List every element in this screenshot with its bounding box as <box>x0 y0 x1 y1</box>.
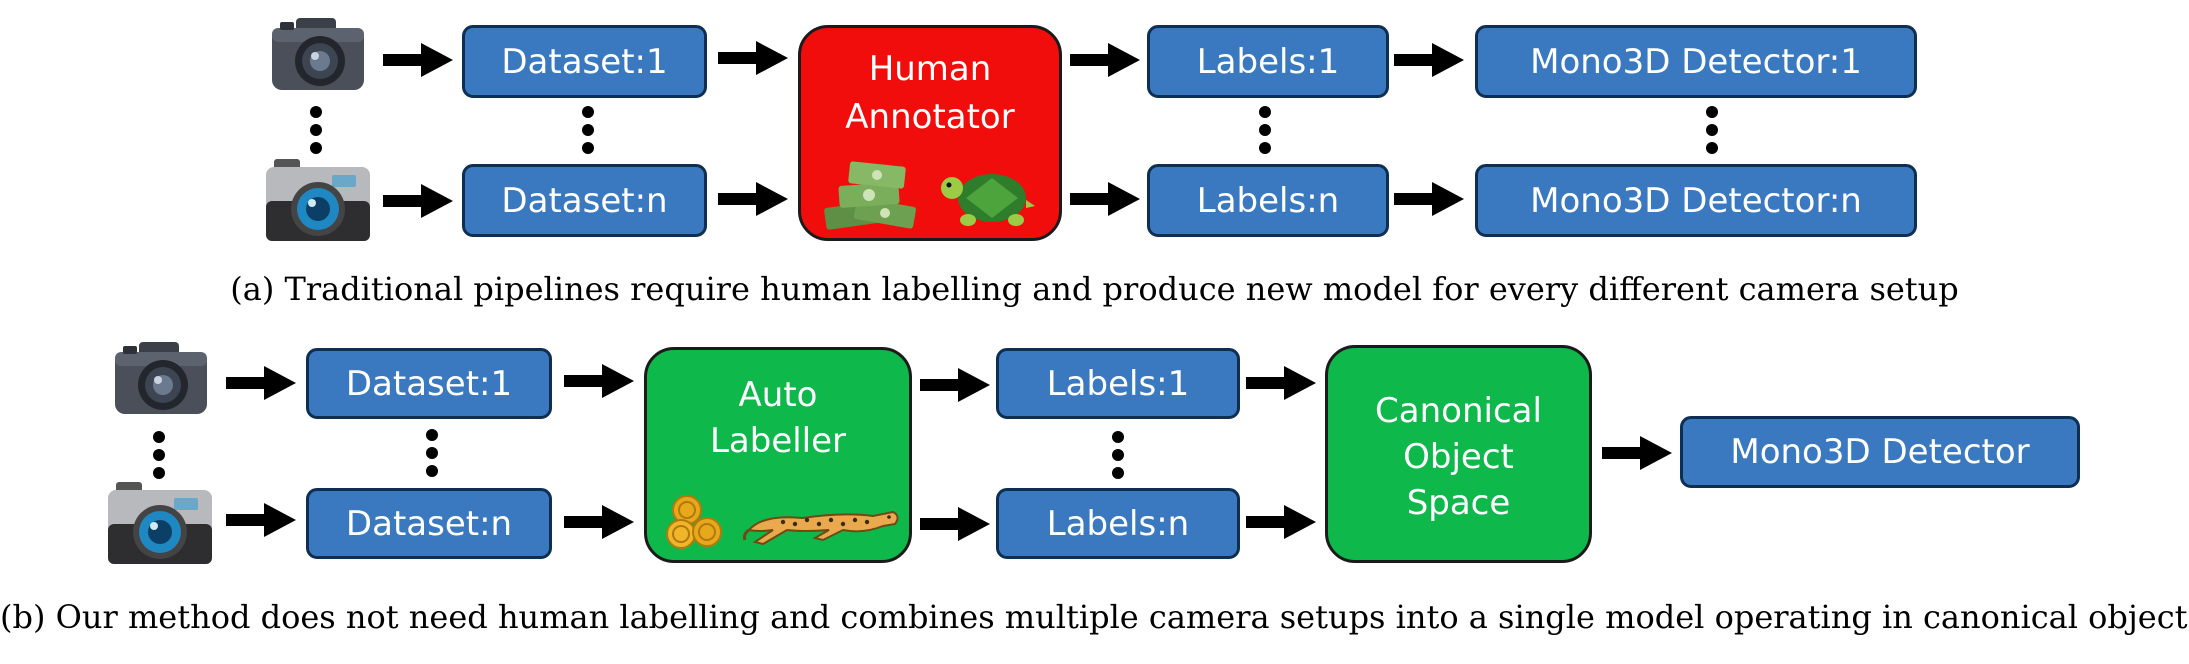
ellipsis-dots <box>153 106 1718 479</box>
labeller-label-line1: Auto <box>738 375 818 415</box>
dataset-1-box-b: Dataset:1 <box>306 348 552 419</box>
arrow-datasetn-to-labeller <box>564 505 634 539</box>
arrow-camn-to-datasetn <box>383 184 453 218</box>
labels-n-box: Labels:n <box>1147 164 1389 237</box>
mono3d-detector-1-box: Mono3D Detector:1 <box>1475 25 1917 98</box>
arrow-labelsn-to-canonical <box>1246 505 1316 539</box>
camera-dark-icon <box>272 18 364 90</box>
money-stack-icon <box>824 161 916 230</box>
labeller-label-line2: Labeller <box>709 421 847 461</box>
caption-a: (a) Traditional pipelines require human … <box>230 270 1959 308</box>
arrow-cam1-to-dataset1-b <box>226 366 296 400</box>
caption-b: (b) Our method does not need human label… <box>0 598 2189 636</box>
labels-1-box: Labels:1 <box>1147 25 1389 98</box>
labels-n-box-b: Labels:n <box>996 488 1240 559</box>
arrow-camn-to-datasetn-b <box>226 503 296 537</box>
cheetah-icon <box>743 510 899 546</box>
arrow-datasetn-to-annotator <box>718 182 788 216</box>
canonical-label-line3: Space <box>1406 483 1511 523</box>
dataset-n-box: Dataset:n <box>462 164 707 237</box>
arrow-labeller-to-labels1 <box>920 368 990 402</box>
arrow-annotator-to-labels1 <box>1070 43 1140 77</box>
mono3d-detector-box: Mono3D Detector <box>1680 416 2080 488</box>
annotator-label-line2: Annotator <box>845 97 1015 137</box>
labels-1-box-b: Labels:1 <box>996 348 1240 419</box>
arrow-dataset1-to-annotator <box>718 41 788 75</box>
arrow-labels1-to-detector1 <box>1394 43 1464 77</box>
camera-retro-icon <box>266 159 370 241</box>
auto-labeller-box: Auto Labeller <box>644 347 912 563</box>
canonical-label-line2: Object <box>1403 437 1514 477</box>
turtle-icon <box>941 174 1035 226</box>
arrow-labelsn-to-detectorn <box>1394 182 1464 216</box>
coins-icon <box>666 495 722 549</box>
camera-retro-icon <box>108 482 212 564</box>
arrow-dataset1-to-labeller <box>564 364 634 398</box>
arrow-labeller-to-labelsn <box>920 507 990 541</box>
dataset-1-box: Dataset:1 <box>462 25 707 98</box>
mono3d-detector-n-box: Mono3D Detector:n <box>1475 164 1917 237</box>
human-annotator-box: Human Annotator <box>798 25 1062 241</box>
camera-dark-icon <box>115 342 207 414</box>
arrow-cam1-to-dataset1 <box>383 43 453 77</box>
arrow-labels1-to-canonical <box>1246 366 1316 400</box>
dataset-n-box-b: Dataset:n <box>306 488 552 559</box>
arrow-canonical-to-detector <box>1602 436 1672 470</box>
canonical-label-line1: Canonical <box>1375 391 1542 431</box>
canonical-object-space-box: Canonical Object Space <box>1325 345 1592 563</box>
annotator-label-line1: Human <box>868 49 992 89</box>
arrow-annotator-to-labelsn <box>1070 182 1140 216</box>
